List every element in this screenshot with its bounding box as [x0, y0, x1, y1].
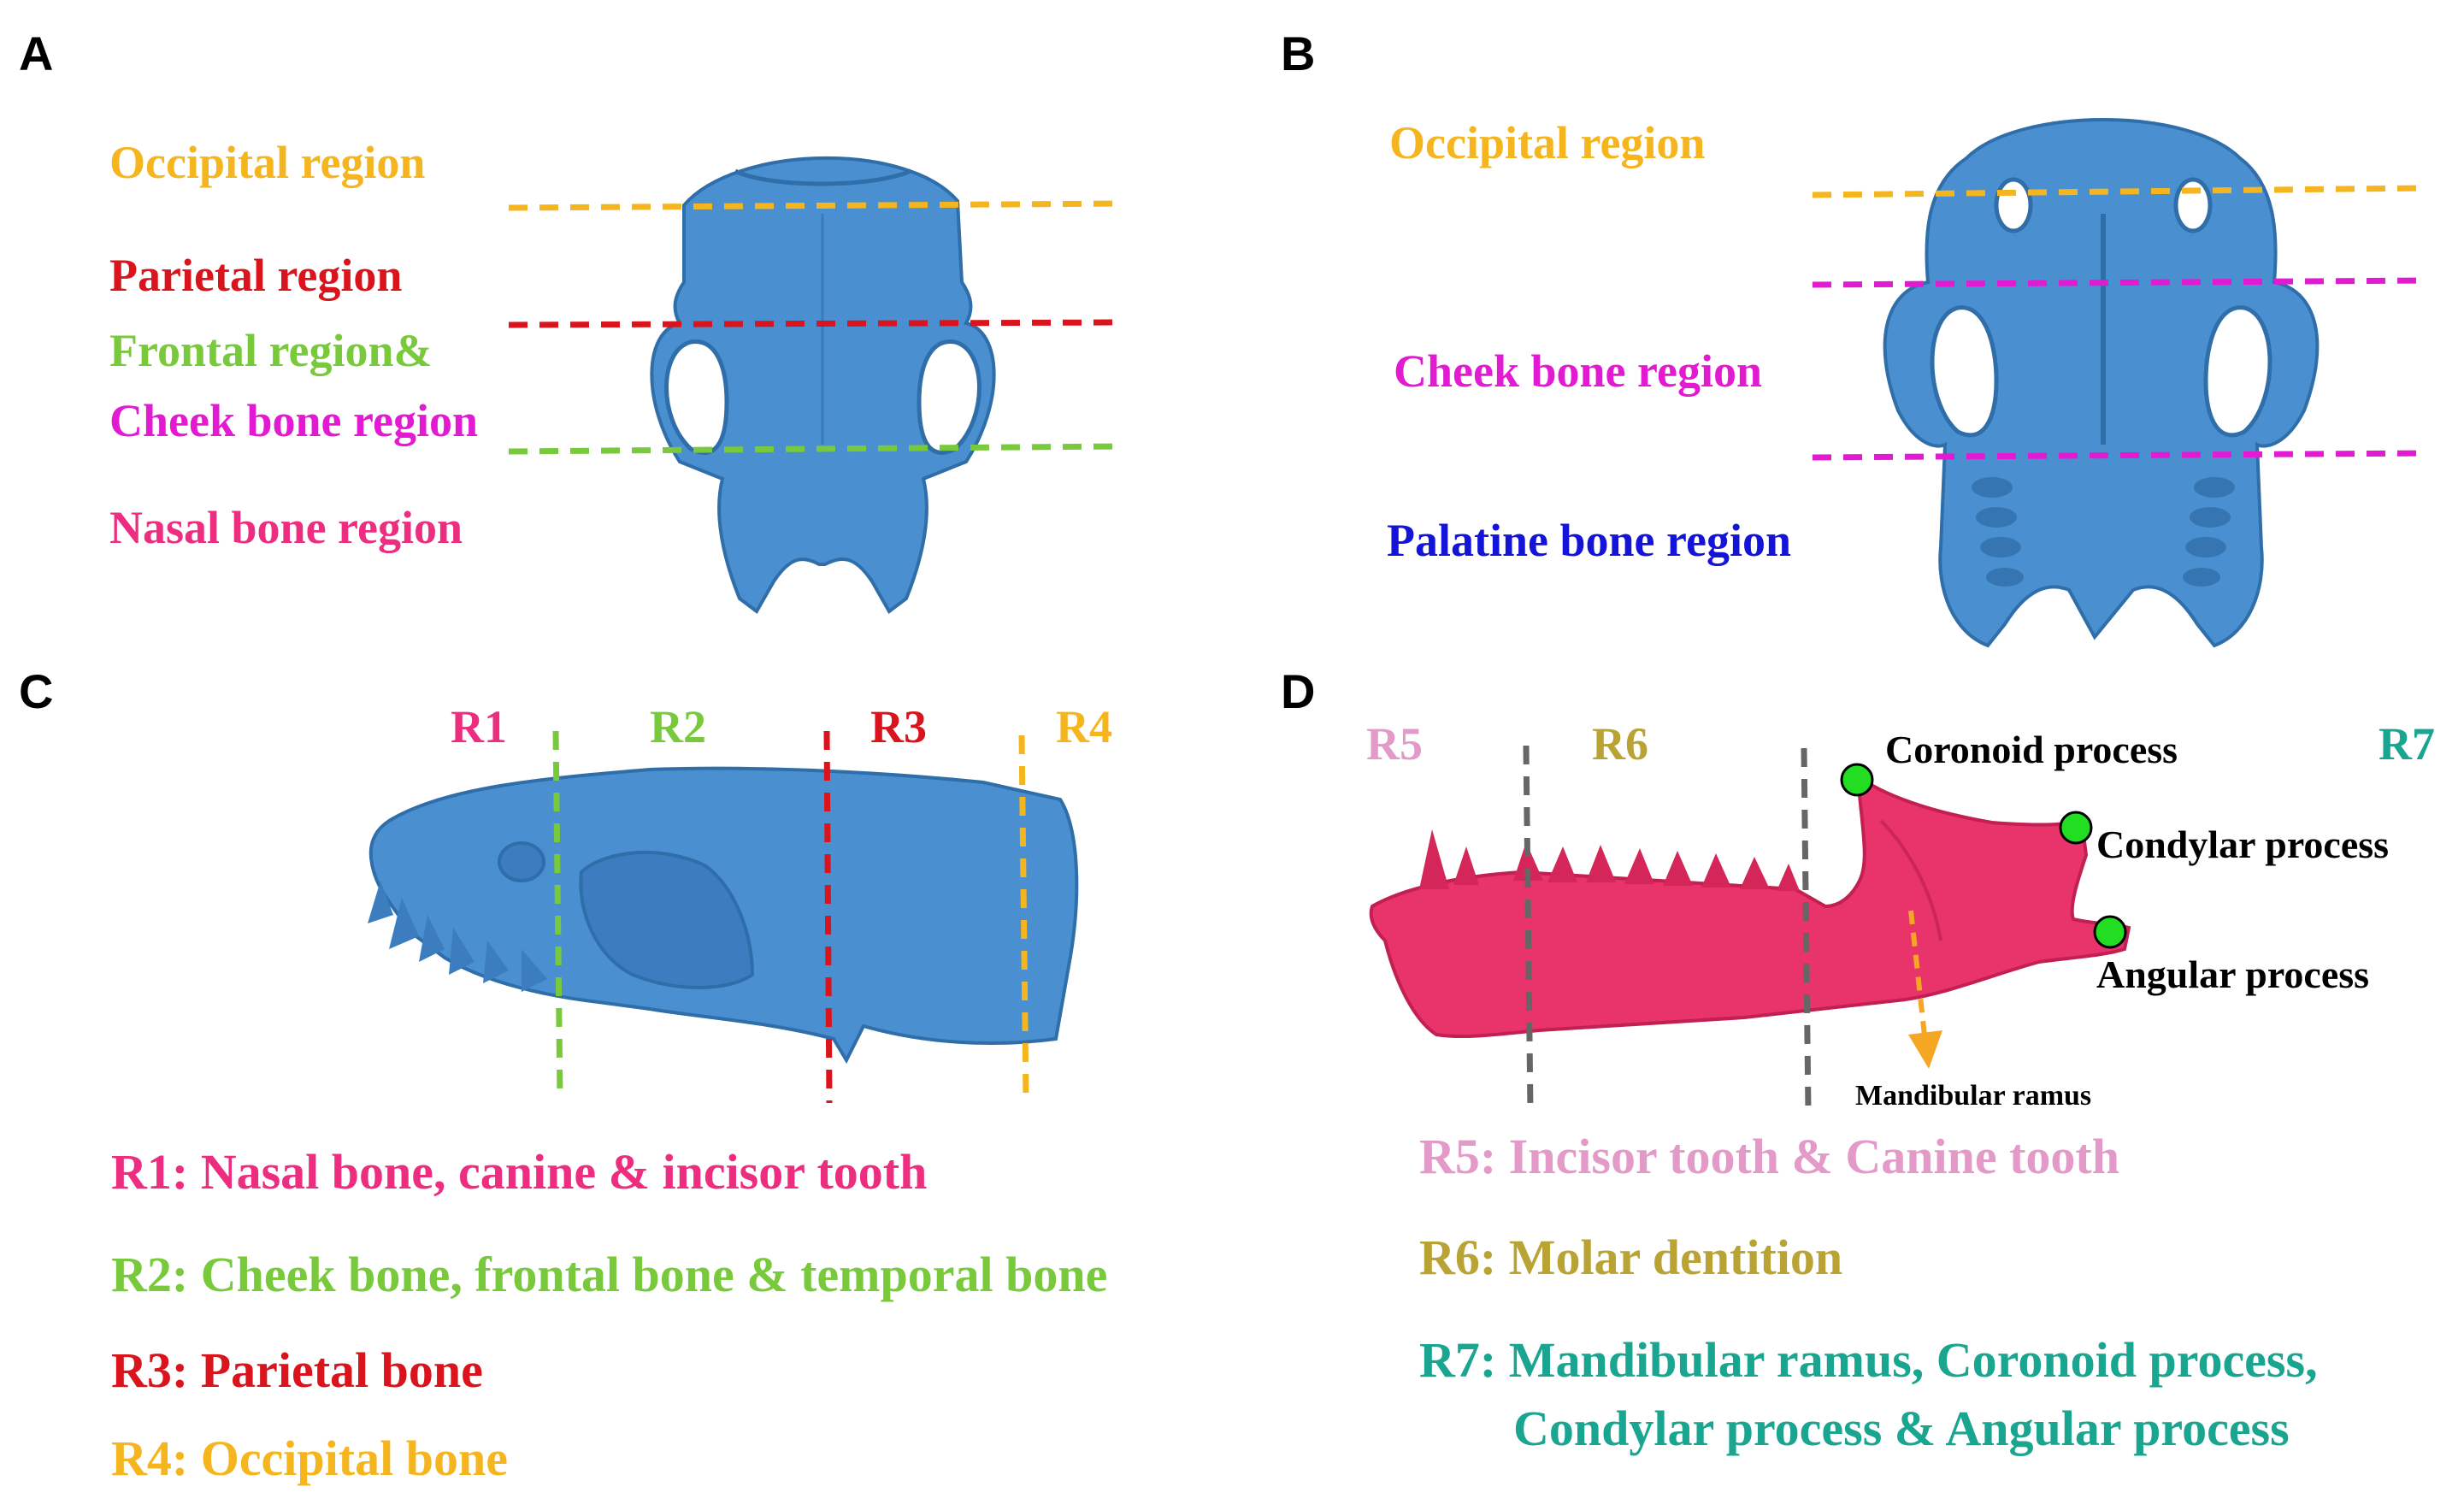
legend-r4: R4: Occipital bone — [111, 1430, 508, 1486]
label-b-palatine-bone-region: Palatine bone region — [1387, 515, 1791, 566]
region-label-r5: R5 — [1366, 718, 1423, 770]
panel-letter-d: D — [1281, 664, 1315, 718]
panel-letter-c: C — [19, 664, 53, 718]
region-label-r7: R7 — [2379, 718, 2435, 770]
skull-lateral-illustration — [368, 766, 1079, 1065]
panel-b: B Occipital region Cheek bone region — [1281, 27, 2425, 648]
label-nasal-bone-region: Nasal bone region — [109, 502, 463, 553]
legend-r6: R6: Molar dentition — [1419, 1230, 1842, 1285]
panel-d: D R5 R6 R7 Coro — [1281, 664, 2435, 1456]
legend-r2: R2: Cheek bone, frontal bone & temporal … — [111, 1247, 1107, 1302]
legend-r7-line1: R7: Mandibular ramus, Coronoid process, — [1419, 1332, 2318, 1388]
panel-letter-a: A — [19, 27, 53, 80]
label-angular-process: Angular process — [2096, 953, 2369, 996]
skull-dorsal-illustration — [650, 156, 996, 614]
condylar-landmark — [2059, 811, 2093, 845]
region-label-r2: R2 — [650, 701, 706, 752]
region-label-r1: R1 — [451, 701, 507, 752]
ventral-cheek-lower-boundary — [1812, 450, 2425, 461]
label-parietal-region: Parietal region — [109, 250, 402, 301]
label-cheek-bone-region: Cheek bone region — [109, 395, 478, 446]
dorsal-parietal-boundary — [508, 319, 1121, 328]
ramus-arrow-head — [1908, 1030, 1942, 1069]
label-b-occipital-region: Occipital region — [1389, 117, 1705, 168]
ventral-cheek-upper-boundary — [1812, 277, 2425, 288]
mandible-illustration — [1369, 769, 2131, 1039]
legend-r1: R1: Nasal bone, canine & incisor tooth — [111, 1144, 927, 1200]
legend-r5: R5: Incisor tooth & Canine tooth — [1419, 1129, 2119, 1184]
label-occipital-region: Occipital region — [109, 137, 425, 188]
label-mandibular-ramus: Mandibular ramus — [1855, 1080, 2091, 1112]
region-label-r6: R6 — [1592, 718, 1648, 770]
skull-ventral-illustration — [1883, 118, 2320, 648]
panel-a: A Occipital region Parietal region Front… — [19, 27, 1121, 614]
label-b-cheek-bone-region: Cheek bone region — [1394, 345, 1762, 397]
region-label-r3: R3 — [870, 701, 927, 752]
angular-landmark — [2093, 915, 2127, 949]
label-condylar-process: Condylar process — [2096, 823, 2389, 866]
label-frontal-region: Frontal region& — [109, 325, 432, 376]
legend-r7-line2: Condylar process & Angular process — [1513, 1401, 2290, 1456]
dorsal-frontal-boundary — [508, 443, 1121, 455]
lateral-r2-r3-boundary — [823, 730, 833, 1104]
legend-r3: R3: Parietal bone — [111, 1342, 483, 1398]
coronoid-landmark — [1840, 763, 1874, 797]
ventral-occipital-boundary — [1812, 185, 2425, 198]
region-label-r4: R4 — [1056, 701, 1112, 752]
panel-letter-b: B — [1281, 27, 1315, 80]
label-coronoid-process: Coronoid process — [1885, 728, 2178, 771]
panel-c: C R1 R2 R3 R4 R1: Nasal bone, canine & i… — [19, 664, 1112, 1486]
dorsal-occipital-boundary — [508, 200, 1121, 211]
